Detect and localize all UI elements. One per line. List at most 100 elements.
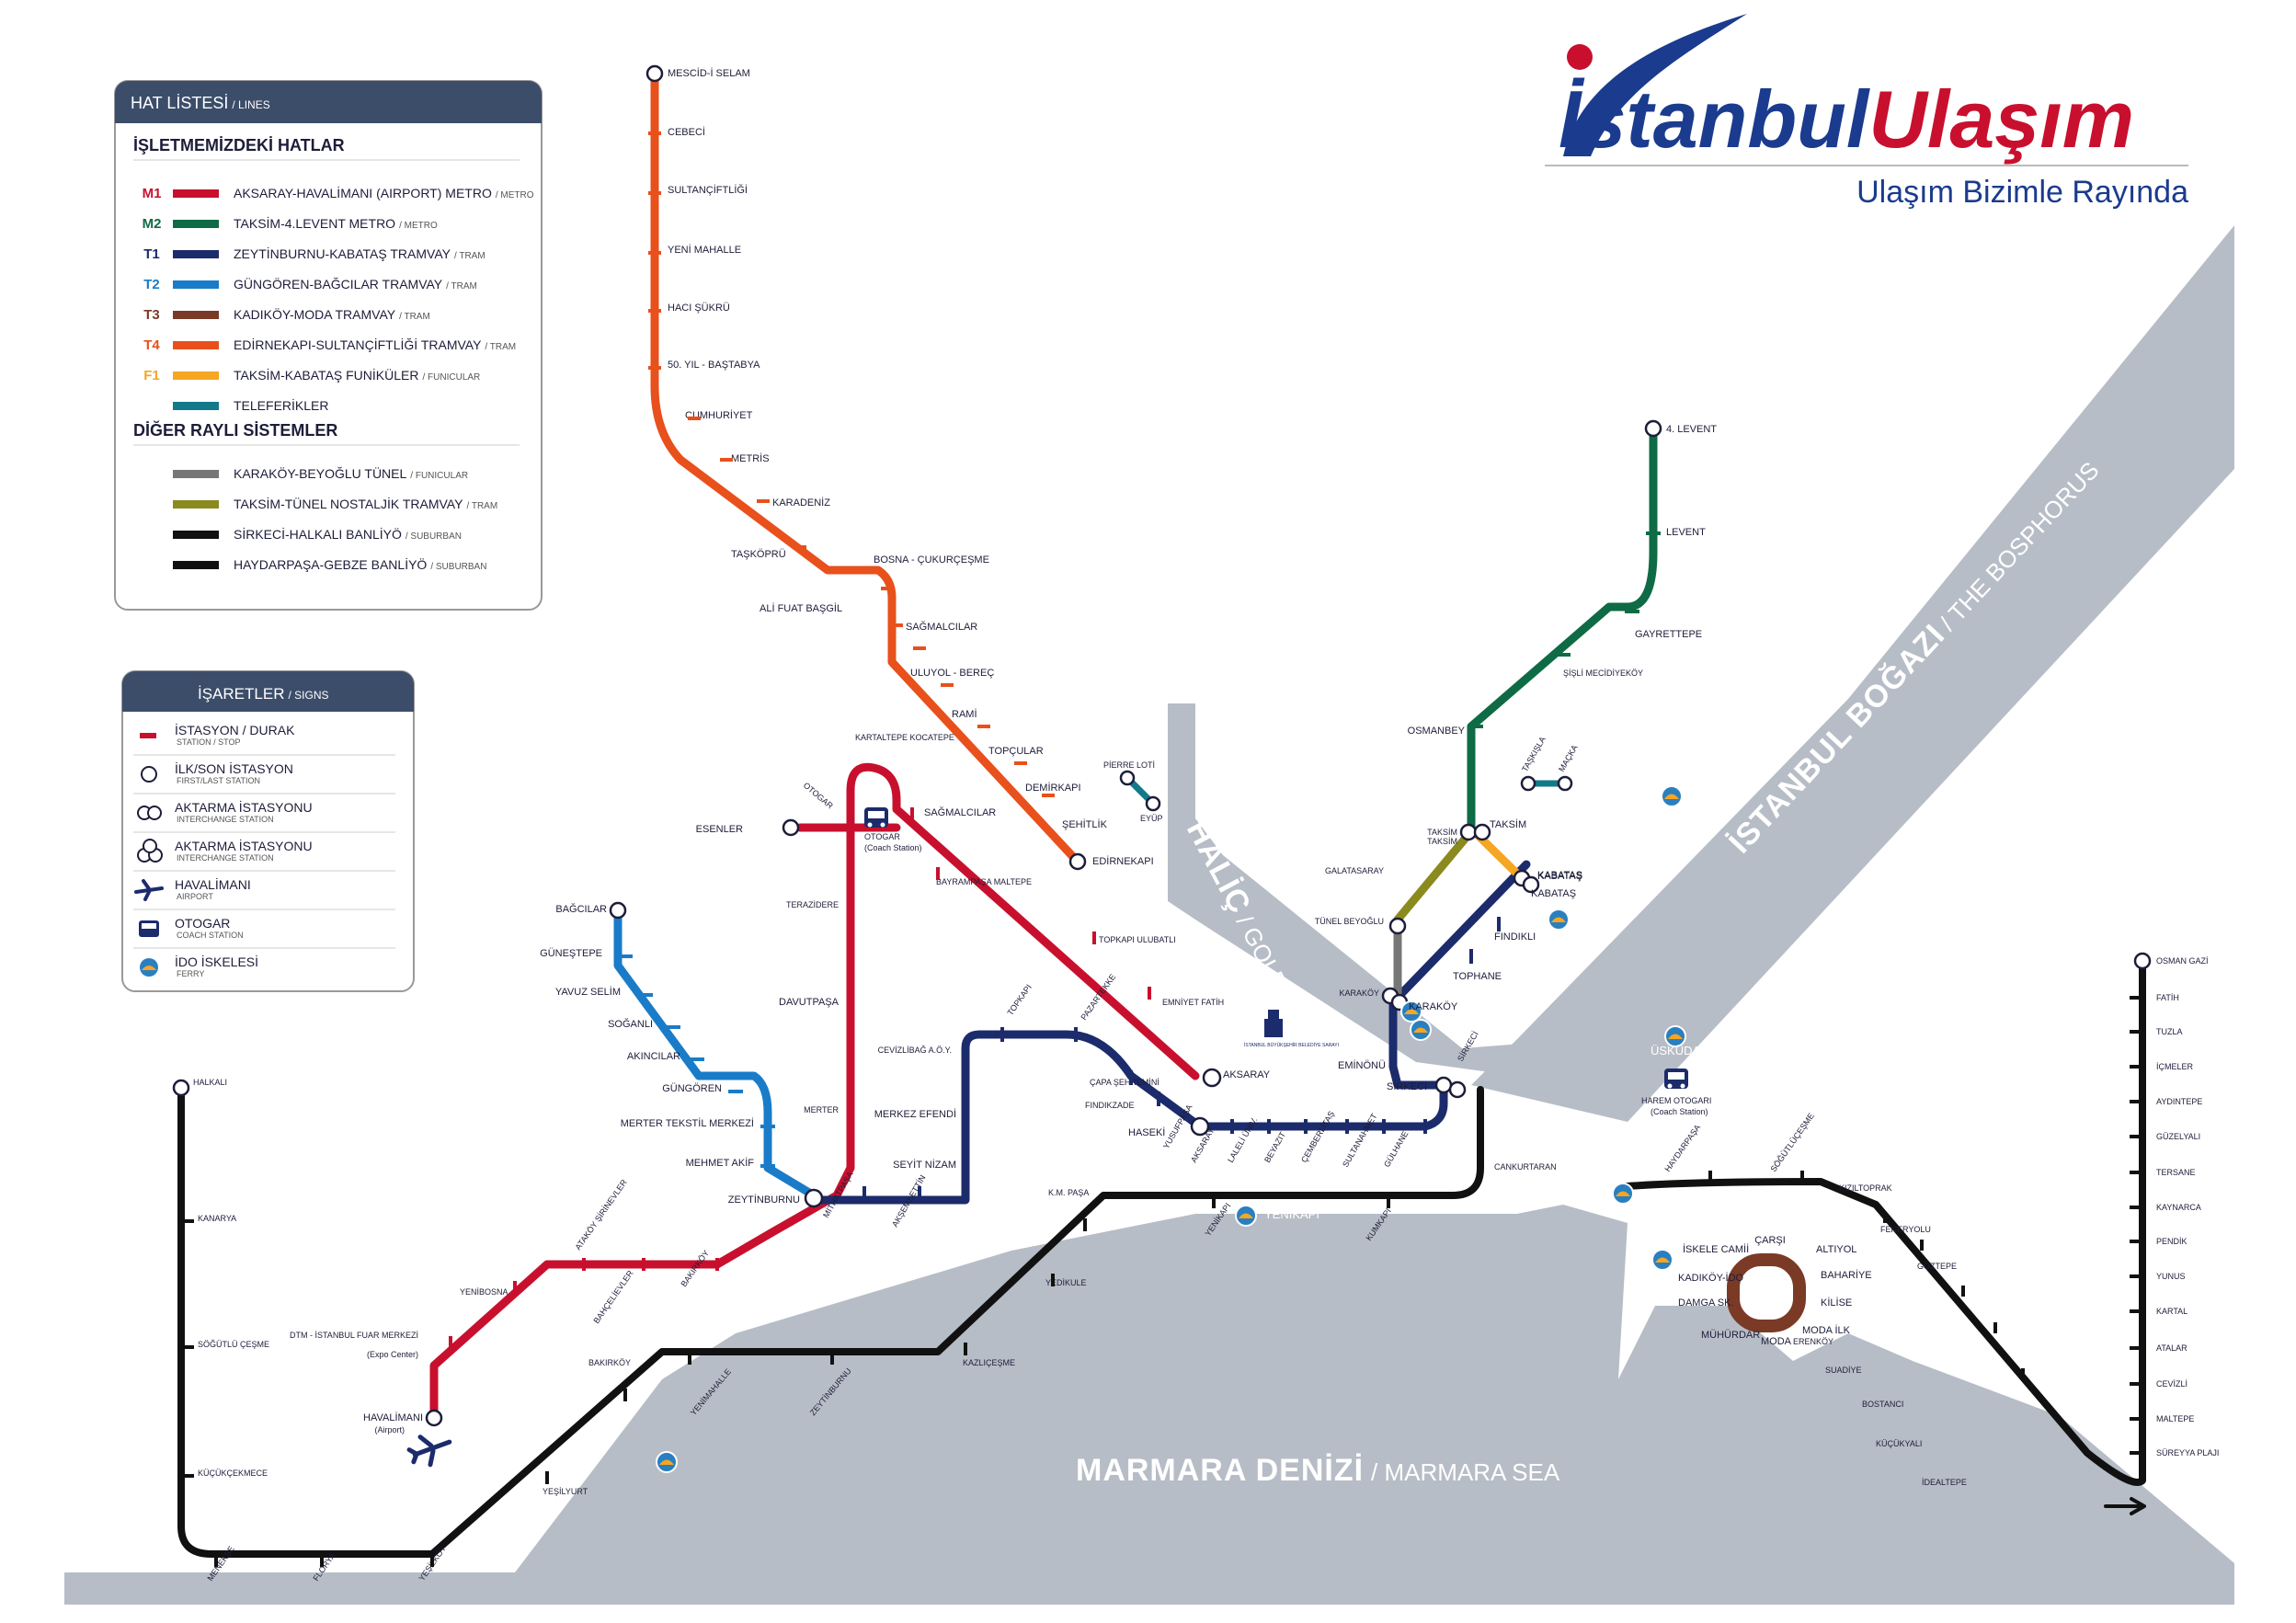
station-label: BAHARİYE [1821,1269,1872,1281]
rail-lines [177,69,2146,1558]
station-label: TAŞKÖPRÜ [731,549,786,560]
terminal-eyup [1145,795,1161,812]
station-label: GÜNGÖREN [662,1083,722,1094]
station-label: ATALAR [2156,1343,2187,1353]
station-label: YENİBOSNA [460,1287,508,1297]
station-label: İDEALTEPE [1922,1478,1967,1487]
station-label: MERKEZ EFENDİ [874,1108,956,1120]
station-label: METRİS [731,452,770,464]
sign-sub: COACH STATION [177,931,244,940]
ferry-icon [1548,909,1570,931]
station-label: KADIKÖY-İDO [1678,1272,1744,1284]
station-label: ÇEMBERLİTAŞ [1299,1110,1336,1164]
station-label: EMİNÖNÜ [1338,1059,1386,1071]
station-label: GÜNEŞTEPE [540,948,602,959]
station-label: TERAZİDERE [786,900,839,909]
station-label: 50. YIL - BAŞTABYA [668,360,760,371]
station-label: HAVALİMANI [363,1412,423,1423]
legend-line-code: M1 [143,186,162,201]
station-label: SÜREYYA PLAJI [2156,1448,2219,1457]
station-label: BEYAZIT [1262,1130,1287,1164]
legend-line-code: M2 [143,216,162,232]
station-label: ŞİŞLİ MECİDİYEKÖY [1563,669,1643,678]
legend-line-label: TAKSİM-4.LEVENT METRO/ METRO [234,215,438,231]
station-label: MERTER TEKSTİL MERKEZİ [621,1117,754,1129]
station-label: PENDİK [2156,1237,2187,1246]
water-areas [64,225,2234,1605]
station-label: OTOGAR [864,832,900,841]
station-label: KABATAŞ [1537,870,1582,881]
station-label: GÜLHANE [1382,1129,1410,1169]
interchange-icon [137,806,162,820]
station-label: KÜÇÜKYALI [1876,1439,1922,1448]
ibb-building-icon [1264,1010,1283,1037]
station-label: KARAKÖY [1339,989,1379,998]
station-label: İÇMELER [2156,1062,2194,1071]
ferry-icon [656,1451,678,1473]
svg-text:YENİKAPI: YENİKAPI [1264,1207,1319,1221]
station-label: 4. LEVENT [1666,424,1717,435]
station-label: HASEKİ [1128,1126,1165,1138]
interchange-zeytinburnu [804,1188,824,1208]
legend-line-swatch [173,341,219,349]
station-label: PİERRE LOTİ [1103,760,1155,770]
station-label: KARTALTEPE KOCATEPE [855,733,954,742]
station-label: ULUYOL - BEREÇ [910,668,994,679]
logo-dot-icon [1567,44,1593,70]
legend-line-label: TAKSİM-KABATAŞ FUNİKÜLER/ FUNICULAR [234,367,480,383]
ferry-icon [1661,785,1683,807]
legend-line-code: T4 [143,337,160,353]
station-label: OSMANBEY [1408,726,1466,737]
station-label: EDİRNEKAPI [1092,855,1154,867]
station-label: MALTEPE [2156,1414,2194,1423]
legend-other-label: KARAKÖY-BEYOĞLU TÜNEL/ FUNICULAR [234,465,468,481]
station-label: ÇAPA ŞEHREMİNİ [1090,1078,1159,1087]
legend-other-label: TAKSİM-TÜNEL NOSTALJİK TRAMVAY/ TRAM [234,496,497,511]
station-label: ALTIYOL [1816,1244,1856,1255]
sign-sub: INTERCHANGE STATION [177,815,274,824]
station-label: ZEYTİNBURNU [728,1194,800,1206]
station-label: SAĞMALCILAR [906,621,977,633]
station-label: BAYRAMPAŞA MALTEPE [936,877,1032,886]
legend-other-label: HAYDARPAŞA-GEBZE BANLİYÖ/ SUBURBAN [234,556,486,572]
sign-sub: AIRPORT [177,892,213,901]
station-label: TÜNEL BEYOĞLU [1315,917,1384,926]
gebze-direction-arrow [2104,1497,2146,1515]
legend-other-item: KARAKÖY-BEYOĞLU TÜNEL/ FUNICULAR [173,465,468,481]
station-label: YEDİKULE [1045,1278,1087,1287]
t2-line [613,906,818,1200]
station-label: ERENKÖY [1793,1337,1833,1346]
station-label: FINDIKZADE [1085,1101,1135,1110]
station-label: SULTANÇİFTLİĞİ [668,184,748,196]
station-label: BAKIRKÖY [588,1358,631,1367]
station-label: BAĞCILAR [555,903,607,915]
station-label: MESCİD-İ SELAM [668,67,750,79]
terminal-stations [172,64,2152,1427]
legend-line-swatch [173,402,219,410]
station-label: ALİ FUAT BAŞGİL [760,602,842,614]
station-label: MİTHATPAŞA [821,1170,855,1219]
landmark-labels: BEŞİKTAŞ ÜSKÜDAR YENİKAPI İSTANBUL BÜYÜK… [1244,775,1709,1221]
svg-text:İSTANBUL BÜYÜKŞEHİR BELEDİYE S: İSTANBUL BÜYÜKŞEHİR BELEDİYE SARAYI [1244,1042,1339,1048]
station-label: OSMAN GAZİ [2156,956,2209,966]
interchange-aksaray-a [1202,1068,1222,1088]
ferry-icon [1651,1249,1673,1271]
station-label: TAKSİM [1490,818,1526,830]
brand-name: İstanbulUlaşım [1559,74,2134,165]
sign-sub: STATION / STOP [177,737,241,747]
sign-label: İDO İSKELESİ [175,954,258,969]
interchange-tunel [1388,917,1407,935]
interchange-kabatas-b [1522,875,1540,894]
station-label: GÖZTEPE [1917,1262,1957,1271]
station-label: KÜÇÜKÇEKMECE [198,1469,268,1478]
station-label: (Coach Station) [864,843,922,852]
station-label: KANARYA [198,1214,236,1223]
nostalgic-tram-line [1393,832,1471,924]
eyup-cable-car-line [1125,776,1155,806]
station-label: DAMGA SK. [1678,1297,1734,1309]
